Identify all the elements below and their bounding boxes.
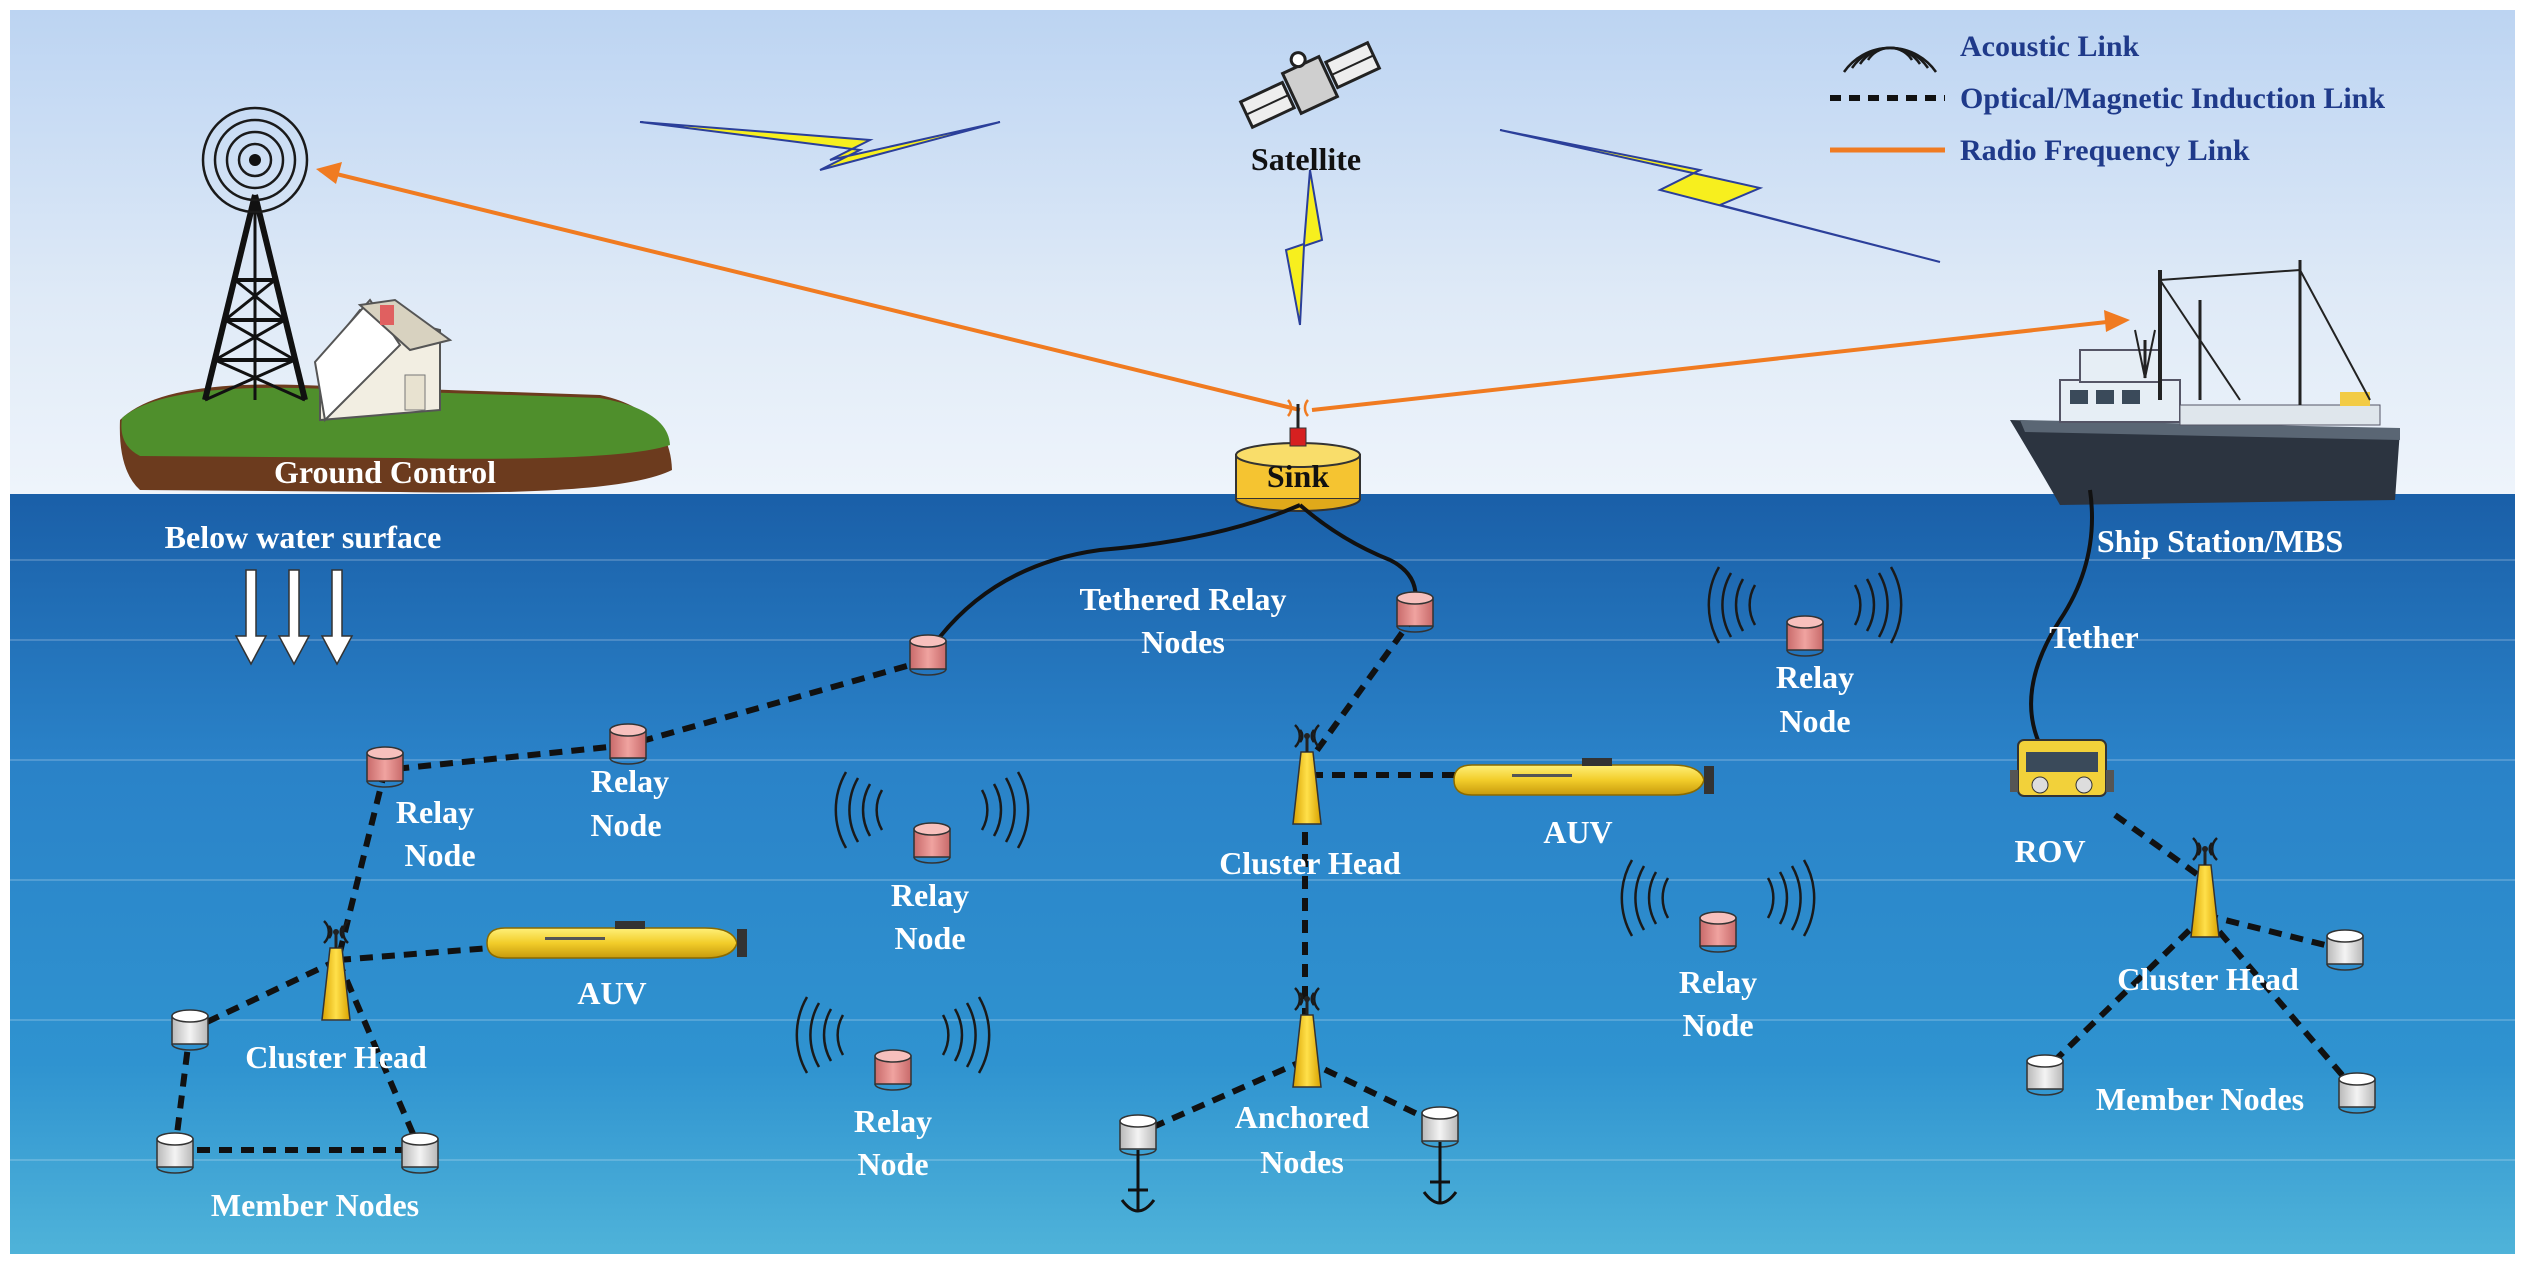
tethered-relay-label-line2: Nodes	[1141, 624, 1225, 660]
relay-node	[874, 1049, 912, 1091]
satellite-icon	[1238, 40, 1382, 130]
member-node	[2338, 1072, 2376, 1114]
anchored-member-node	[1421, 1106, 1459, 1148]
relay-node-label: Relay	[891, 877, 969, 913]
relay-node-label: Relay	[1776, 659, 1854, 695]
sea-background	[10, 494, 2515, 1254]
rov-label: ROV	[2014, 833, 2085, 869]
optical-mi-links	[172, 613, 2358, 1153]
anchored-nodes-label-line2: Nodes	[1260, 1144, 1344, 1180]
house-icon	[313, 298, 453, 423]
below-water-surface-label: Below water surface	[165, 519, 442, 555]
legend-acoustic-label: Acoustic Link	[1960, 30, 2140, 63]
ground-control-label: Ground Control	[274, 454, 496, 490]
relay-node-label: Relay	[396, 794, 474, 830]
auv-label: AUV	[1543, 814, 1612, 850]
tether-line-left	[928, 503, 1301, 652]
relay-node-label: Relay	[854, 1103, 932, 1139]
relay-node-label: Node	[590, 807, 661, 843]
rov-icon	[2010, 739, 2114, 797]
ship-station-label: Ship Station/MBS	[2097, 523, 2343, 559]
lightning-icon	[639, 121, 1001, 171]
sink-buoy	[1235, 399, 1361, 512]
down-arrows-icon	[234, 569, 354, 666]
ground-control-island	[119, 384, 673, 493]
member-node	[156, 1132, 194, 1174]
relay-node	[1699, 911, 1737, 953]
relay-node-label: Relay	[1679, 964, 1757, 1000]
relay-node-label: Relay	[591, 763, 669, 799]
member-node	[2326, 929, 2364, 971]
relay-node	[366, 746, 404, 788]
relay-node-label: Node	[404, 837, 475, 873]
satellite-label: Satellite	[1251, 141, 1361, 177]
legend-optical-label: Optical/Magnetic Induction Link	[1960, 82, 2385, 115]
sink-label: Sink	[1267, 458, 1329, 494]
relay-node-label: Node	[894, 920, 965, 956]
anchored-nodes-label-line1: Anchored	[1235, 1099, 1370, 1135]
tethered-relay-node	[909, 634, 947, 676]
ship-icon	[2010, 260, 2400, 505]
tether-line-right	[1298, 503, 1418, 606]
tethered-relay-node	[1396, 591, 1434, 633]
anchored-member-node	[1119, 1114, 1157, 1156]
rov-tether-line	[2029, 489, 2094, 746]
acoustic-wave-icon	[1842, 46, 1938, 73]
member-node	[2026, 1054, 2064, 1096]
cluster-head-label: Cluster Head	[245, 1039, 427, 1075]
relay-node-label: Node	[1779, 703, 1850, 739]
radio-tower-icon	[201, 106, 309, 402]
legend-radio-label: Radio Frequency Link	[1960, 134, 2250, 167]
relay-node	[1786, 615, 1824, 657]
cluster-head-label: Cluster Head	[1219, 845, 1401, 881]
legend: Acoustic Link Optical/Magnetic Induction…	[1830, 30, 2385, 167]
lightning-icon	[1284, 169, 1324, 326]
auv-label: AUV	[577, 975, 646, 1011]
member-nodes-label: Member Nodes	[2096, 1081, 2304, 1117]
relay-node-label: Node	[857, 1146, 928, 1182]
member-node	[401, 1132, 439, 1174]
radio-frequency-links	[316, 162, 2130, 412]
member-nodes-label: Member Nodes	[211, 1187, 419, 1223]
tethered-relay-label-line1: Tethered Relay	[1079, 581, 1286, 617]
member-node	[171, 1009, 209, 1051]
relay-node	[913, 822, 951, 864]
relay-node	[609, 723, 647, 765]
relay-node-label: Node	[1682, 1007, 1753, 1043]
tether-label: Tether	[2049, 619, 2138, 655]
lightning-icon	[1499, 129, 1941, 263]
cluster-head-label: Cluster Head	[2117, 961, 2299, 997]
